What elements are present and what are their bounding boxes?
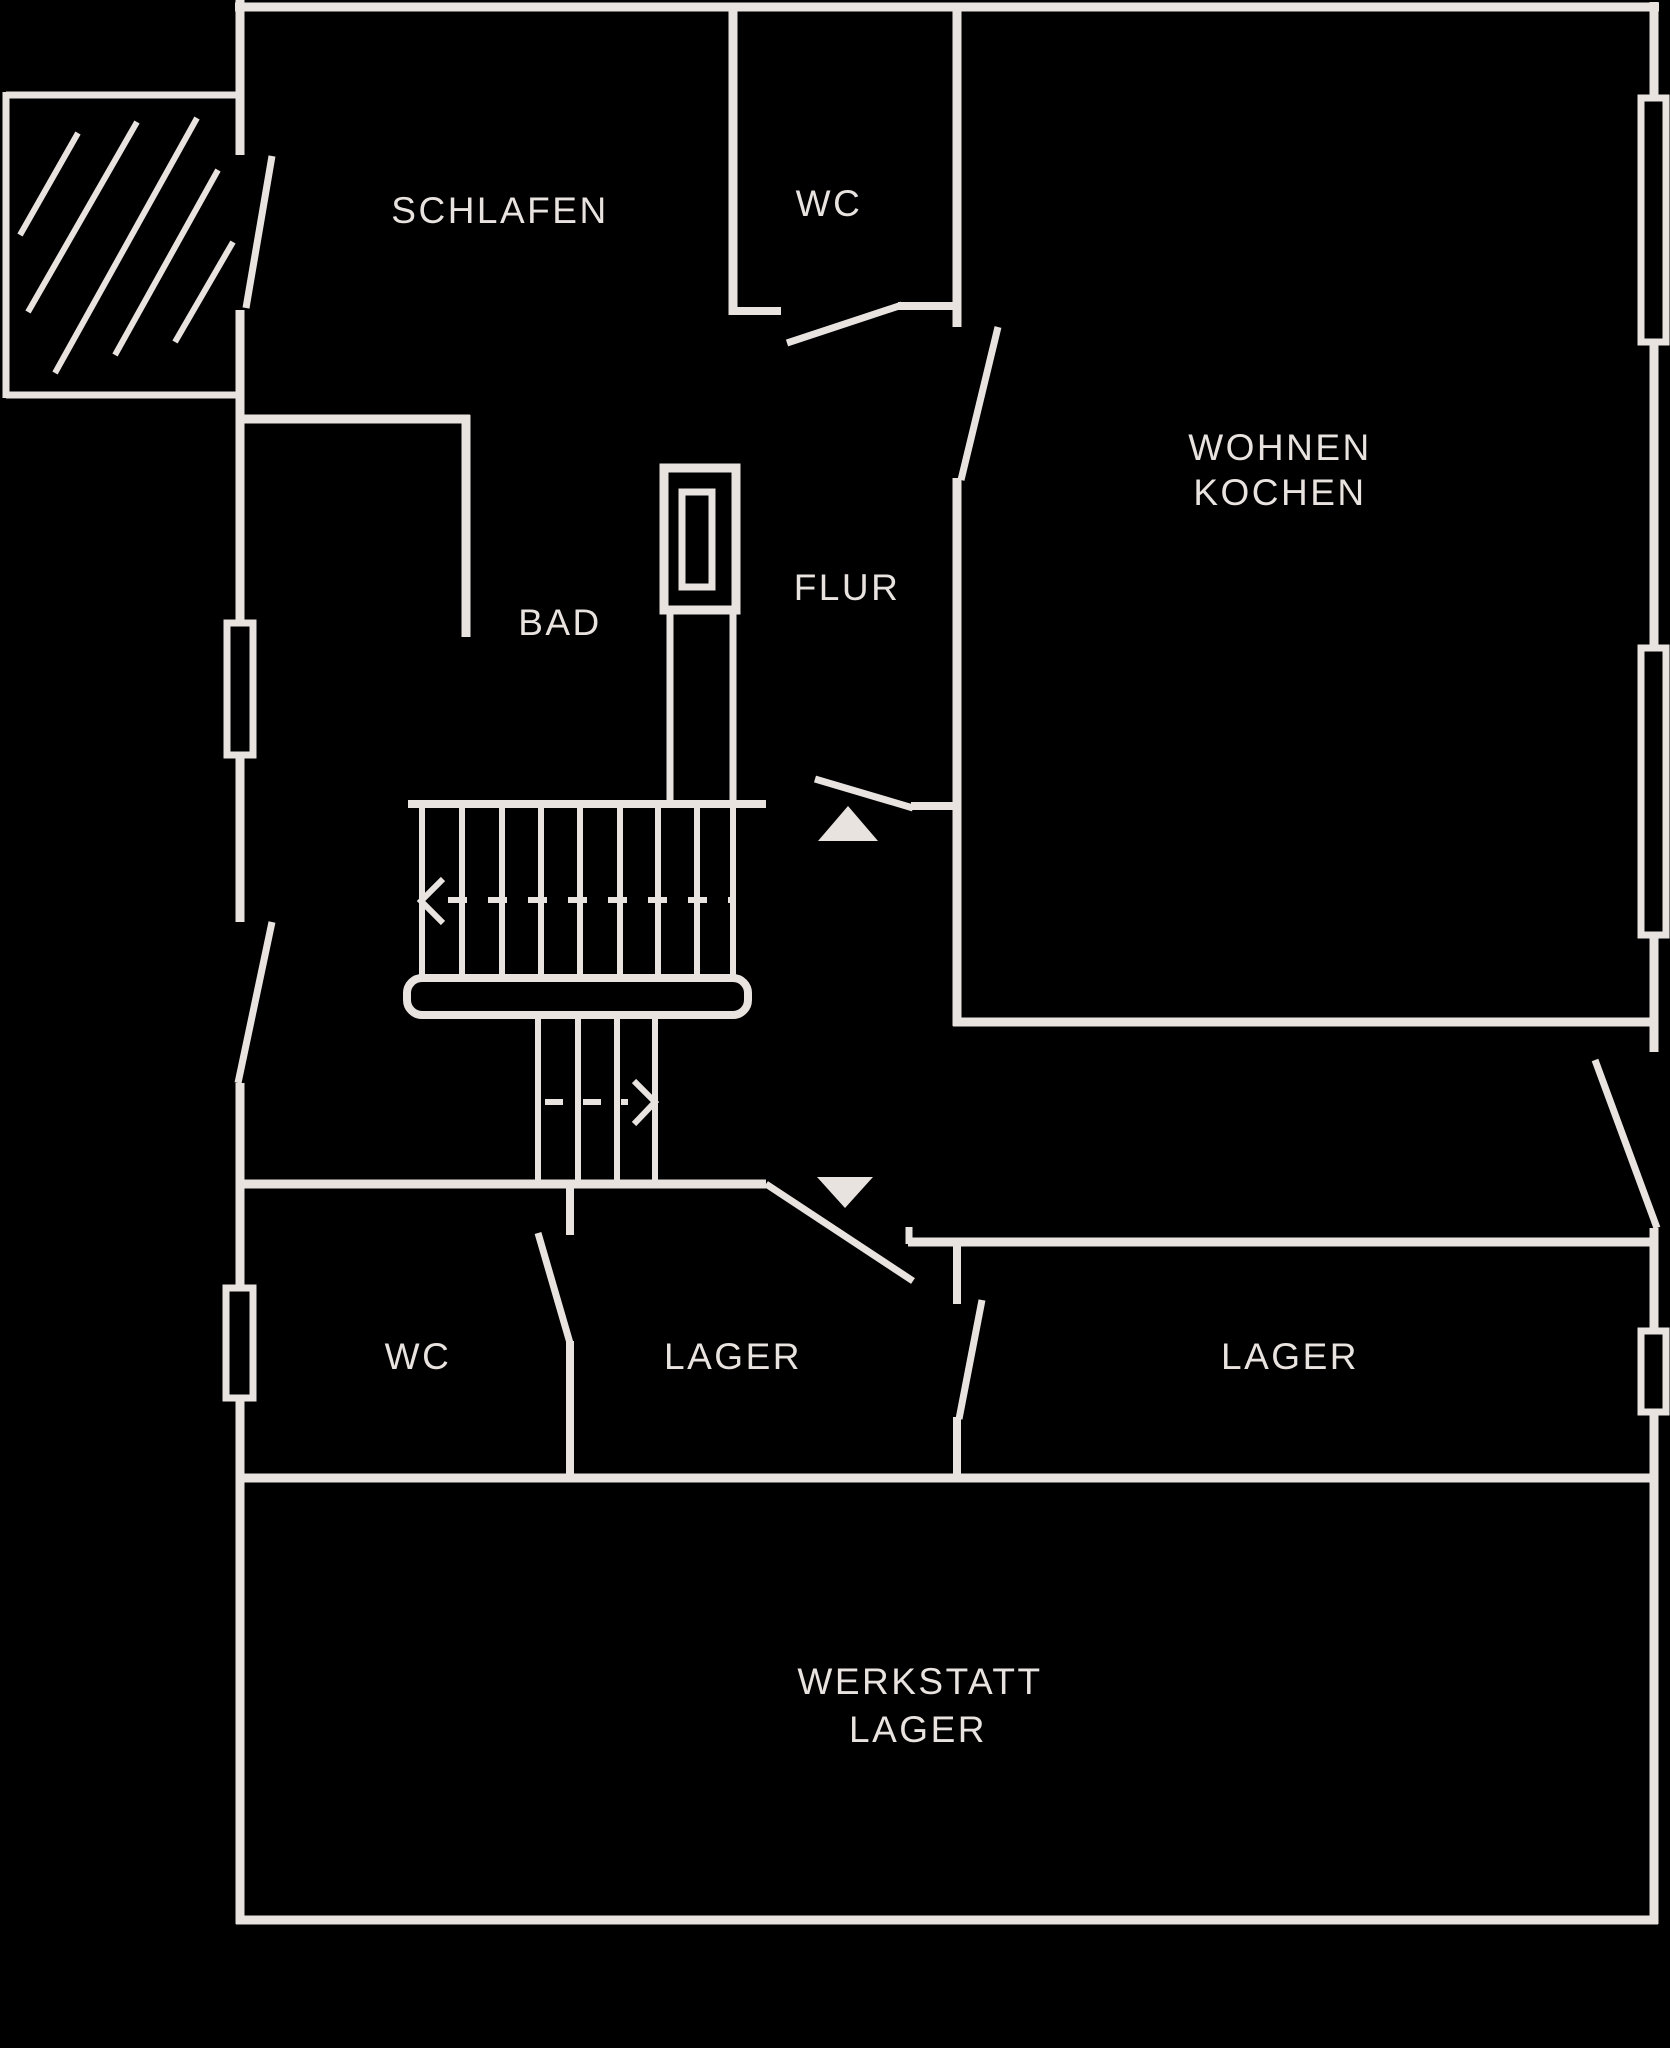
door-swing-lager-lager <box>955 1299 986 1420</box>
windows <box>222 94 1670 1416</box>
room-labels: SCHLAFEN WC WOHNEN KOCHEN BAD FLUR WC LA… <box>385 183 1372 1750</box>
stairs-lower <box>535 1017 660 1182</box>
stairs-upper <box>403 800 766 1019</box>
arrow-down-icon <box>817 1177 873 1208</box>
balcony <box>2 91 241 399</box>
label-bad: BAD <box>518 602 602 643</box>
label-werkstatt-lager: LAGER <box>849 1709 987 1750</box>
label-lager-mitte: LAGER <box>664 1336 802 1377</box>
label-wc-lower: WC <box>385 1336 452 1377</box>
door-swing-entrance <box>1591 1058 1661 1230</box>
stair-landing <box>403 974 752 1019</box>
door-swing-hall-lager <box>764 1181 915 1284</box>
door-swing-wohnen <box>957 326 1002 481</box>
shaft-outer <box>659 463 741 615</box>
label-wc-upper: WC <box>796 183 863 224</box>
door-swing-wc-upper <box>785 301 904 347</box>
label-werkstatt: WERKSTATT <box>797 1661 1042 1702</box>
window-right-mid <box>1637 644 1670 939</box>
stairs-upper-treads <box>419 806 736 980</box>
label-wohnen: WOHNEN <box>1188 427 1372 468</box>
window-right-lower <box>1637 1327 1670 1416</box>
hatch-line <box>52 116 200 375</box>
window-right-upper <box>1637 94 1670 346</box>
shaft <box>659 463 741 615</box>
outer-walls <box>235 0 1659 1925</box>
label-lager-rechts: LAGER <box>1221 1336 1359 1377</box>
label-kochen: KOCHEN <box>1193 472 1366 513</box>
hatch-line <box>172 240 236 344</box>
walkline-arrow-left-icon <box>416 876 446 926</box>
label-flur: FLUR <box>794 567 901 608</box>
hatch-line <box>17 131 81 237</box>
door-swing-flur-hall <box>814 775 914 812</box>
door-swing-left-mid <box>234 921 276 1084</box>
label-schlafen: SCHLAFEN <box>391 190 608 231</box>
window-left-lower <box>222 1284 257 1402</box>
door-swing-balcony <box>242 155 276 309</box>
shaft-inner <box>678 488 716 591</box>
walkline-arrow-right-icon <box>631 1078 660 1127</box>
door-swings <box>234 155 1661 1420</box>
interior-walls <box>236 7 1658 1483</box>
arrow-up-icon <box>818 806 878 841</box>
hatch-line <box>112 168 221 357</box>
balcony-hatch <box>17 116 236 375</box>
direction-arrows <box>817 806 878 1208</box>
door-swing-wc-lower <box>534 1232 574 1344</box>
window-left-upper <box>223 619 257 759</box>
hatch-line <box>25 120 140 314</box>
